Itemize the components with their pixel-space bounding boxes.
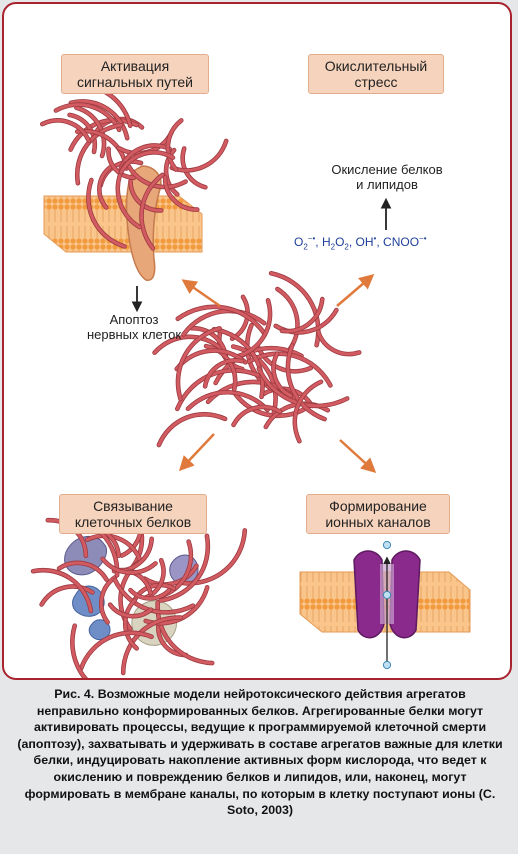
- fibril: [143, 558, 165, 600]
- fibril: [293, 380, 323, 443]
- fibril: [212, 327, 265, 399]
- peroxynitrite: CNOO−•: [383, 234, 427, 249]
- hydrogen-peroxide: H2O2: [321, 235, 349, 252]
- figure-panel: Активация сигнальных путей Окислительный…: [2, 2, 512, 680]
- fibril: [232, 391, 314, 418]
- fibril: [247, 352, 332, 387]
- fibril: [280, 297, 324, 333]
- fibril: [182, 309, 266, 336]
- fibril: [79, 631, 154, 671]
- fibril: [132, 583, 176, 604]
- arrow-to-signaling: [181, 279, 221, 308]
- fibril: [97, 166, 112, 209]
- fibril: [54, 103, 121, 132]
- fibril: [272, 352, 293, 398]
- arrow-to-channels: [339, 439, 377, 474]
- fibril: [235, 298, 272, 358]
- fibril: [40, 585, 94, 606]
- note-apoptosis: Апоптоз нервных клеток: [86, 312, 182, 342]
- fibril: [164, 148, 179, 196]
- fibril: [139, 173, 164, 250]
- fibril: [176, 326, 222, 401]
- aggregate-fibrils-center: [152, 271, 362, 448]
- fibril: [143, 564, 198, 586]
- fibril: [68, 113, 97, 154]
- fibril: [108, 603, 153, 618]
- hydroxyl-radical: OH•: [355, 234, 377, 249]
- fibril: [70, 624, 88, 678]
- fibril: [231, 345, 277, 414]
- box-signaling: Активация сигнальных путей: [61, 54, 209, 94]
- fibril: [176, 305, 267, 336]
- fibril: [74, 106, 106, 158]
- box-ion-channels: Формирование ионных каналов: [306, 494, 450, 534]
- arrow-to-binding: [178, 433, 215, 472]
- fibril: [316, 329, 361, 356]
- fibril: [153, 335, 224, 355]
- caption-text: Возможные модели нейротоксического дейст…: [17, 687, 503, 818]
- fibril: [257, 367, 349, 408]
- superoxide: O2−•: [294, 234, 316, 252]
- fibril: [86, 178, 126, 248]
- caption-label: Рис. 4.: [54, 687, 95, 701]
- fibril: [275, 287, 299, 351]
- box-protein-binding: Связывание клеточных белков: [59, 494, 207, 534]
- fibril: [107, 147, 136, 180]
- note-oxidation: Окисление белков и липидов: [331, 162, 443, 192]
- reactive-oxygen-species: O2−•, H2O2, OH•, CNOO−•: [294, 234, 427, 252]
- fibril: [31, 568, 93, 613]
- fibril: [163, 175, 199, 212]
- fibril: [157, 412, 227, 447]
- fibril: [203, 358, 244, 388]
- fibril: [129, 179, 163, 212]
- fibril: [166, 118, 183, 172]
- fibril: [85, 534, 142, 561]
- fibril: [123, 598, 139, 650]
- fibril: [75, 123, 123, 185]
- arrow-to-oxidative: [336, 274, 375, 307]
- fibril: [159, 534, 210, 602]
- fibril: [129, 588, 171, 600]
- ion-flow: [382, 540, 392, 670]
- aggregate-fibrils-top-left: [40, 83, 229, 251]
- fibril: [40, 119, 91, 143]
- figure-caption: Рис. 4. Возможные модели нейротоксическо…: [14, 686, 506, 819]
- fibril: [186, 390, 269, 412]
- fibril: [170, 139, 228, 172]
- fibril: [232, 405, 282, 427]
- fibril: [69, 100, 129, 140]
- fibril: [286, 344, 327, 421]
- fibril: [119, 150, 175, 174]
- fibril: [99, 575, 117, 624]
- fibril: [57, 561, 108, 582]
- fibril: [101, 557, 157, 575]
- box-oxidative-stress: Окислительный стресс: [308, 54, 444, 94]
